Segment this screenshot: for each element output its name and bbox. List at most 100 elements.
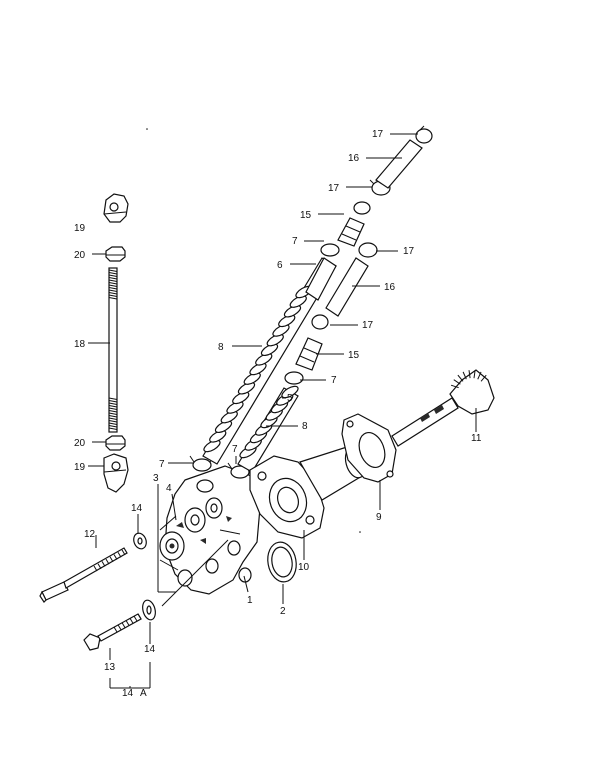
thread-line bbox=[108, 407, 118, 410]
thread-line bbox=[105, 558, 110, 565]
label-8-a: 8 bbox=[218, 342, 224, 353]
label-17-d: 17 bbox=[362, 320, 374, 331]
label-14-a: 14 bbox=[131, 503, 143, 514]
part-14-washer-lower bbox=[142, 599, 156, 621]
corrugation-ring bbox=[281, 385, 299, 399]
thread-line bbox=[108, 402, 118, 405]
thread-line bbox=[125, 620, 130, 626]
part-17-clamp-b bbox=[358, 242, 378, 258]
thread-line bbox=[101, 561, 106, 567]
part-12-bolt bbox=[39, 547, 128, 603]
part-11-gear-shaft bbox=[391, 369, 495, 447]
label-5: 5 bbox=[287, 393, 293, 404]
label-9: 9 bbox=[376, 512, 382, 523]
part-2-o-ring bbox=[267, 541, 297, 583]
corrugation-ring bbox=[214, 420, 233, 434]
thread-line bbox=[108, 272, 118, 275]
label-8-b: 8 bbox=[302, 421, 308, 432]
thread-line bbox=[121, 622, 126, 628]
thread-line bbox=[93, 565, 98, 572]
gear-tooth bbox=[473, 370, 476, 379]
thread-line bbox=[117, 624, 122, 631]
thread-line bbox=[113, 554, 118, 560]
part-20-nut-bottom bbox=[105, 435, 126, 451]
label-16-a: 16 bbox=[348, 153, 360, 164]
gear-tooth bbox=[477, 371, 482, 380]
corrugation-ring bbox=[249, 362, 267, 376]
thread-line bbox=[108, 269, 118, 272]
thread-line bbox=[108, 282, 118, 285]
label-18: 18 bbox=[74, 339, 86, 350]
label-20-a: 20 bbox=[74, 250, 86, 261]
corrugation-ring bbox=[278, 314, 296, 328]
thread-line bbox=[108, 289, 118, 292]
part-13-bolt bbox=[83, 613, 142, 651]
part-7-clamp-upper bbox=[320, 243, 340, 257]
part-15-fitting-lower bbox=[295, 337, 323, 371]
label-15-a: 15 bbox=[300, 210, 312, 221]
label-10: 10 bbox=[298, 562, 310, 573]
label-13: 13 bbox=[104, 662, 116, 673]
part-17-clamp-top bbox=[415, 125, 433, 144]
thread-line bbox=[108, 412, 118, 415]
thread-line bbox=[113, 626, 118, 633]
part-17-clamp-c bbox=[311, 314, 329, 330]
part-7-clamp-mid bbox=[284, 371, 304, 385]
gear-tooth bbox=[457, 374, 464, 382]
part-6-hose bbox=[305, 257, 337, 301]
part-16-hose-top bbox=[375, 139, 423, 189]
label-16-b: 16 bbox=[384, 282, 396, 293]
corrugation-ring bbox=[232, 391, 250, 405]
gear-tooth bbox=[453, 379, 461, 385]
label-7-d: 7 bbox=[159, 459, 165, 470]
gear-tooth bbox=[462, 371, 467, 380]
label-7-b: 7 bbox=[331, 375, 337, 386]
label-7-a: 7 bbox=[292, 236, 298, 247]
thread-line bbox=[121, 549, 126, 556]
label-14-b: 14 bbox=[144, 644, 156, 655]
part-9-gasket bbox=[341, 413, 397, 483]
corrugation-ring bbox=[237, 381, 256, 395]
label-2: 2 bbox=[280, 606, 286, 617]
corrugation-ring bbox=[283, 304, 302, 318]
label-6: 6 bbox=[277, 260, 283, 271]
thread-line bbox=[108, 284, 118, 287]
label-20-b: 20 bbox=[74, 438, 86, 449]
corrugation-ring bbox=[203, 439, 221, 453]
stray-dot bbox=[146, 128, 148, 130]
gear-tooth bbox=[480, 374, 487, 382]
part-15-fitting-upper bbox=[337, 201, 371, 247]
thread-line bbox=[108, 422, 118, 425]
part-14-washer-upper bbox=[133, 532, 147, 550]
thread-line bbox=[108, 274, 118, 277]
thread-line bbox=[117, 551, 122, 558]
label-12: 12 bbox=[84, 529, 96, 540]
thread-line bbox=[108, 417, 118, 420]
thread-line bbox=[108, 279, 118, 282]
gear-tooth bbox=[468, 370, 471, 379]
label-17-b: 17 bbox=[328, 183, 340, 194]
label-3: 3 bbox=[153, 473, 159, 484]
part-1-pump-body bbox=[159, 465, 262, 595]
thread-line bbox=[137, 613, 142, 620]
thread-line bbox=[108, 287, 118, 290]
label-15-b: 15 bbox=[348, 350, 360, 361]
thread-line bbox=[133, 615, 138, 622]
part-labels: 17 16 17 15 7 17 6 16 17 8 15 7 5 8 11 7… bbox=[74, 129, 482, 699]
label-17-c: 17 bbox=[403, 246, 415, 257]
thread-line bbox=[108, 400, 118, 403]
thread-line bbox=[108, 292, 118, 295]
part-10-housing bbox=[249, 445, 368, 539]
part-8-hose-short bbox=[237, 385, 299, 473]
thread-line bbox=[108, 415, 118, 418]
part-19-ball-joint-top bbox=[103, 193, 129, 223]
thread-line bbox=[109, 556, 114, 563]
label-7-c: 7 bbox=[232, 444, 238, 455]
thread-line bbox=[108, 294, 118, 297]
thread-line bbox=[129, 617, 134, 624]
label-17-a: 17 bbox=[372, 129, 384, 140]
label-1: 1 bbox=[247, 595, 253, 606]
corrugation-ring bbox=[272, 324, 290, 337]
corrugation-ring bbox=[289, 295, 307, 308]
